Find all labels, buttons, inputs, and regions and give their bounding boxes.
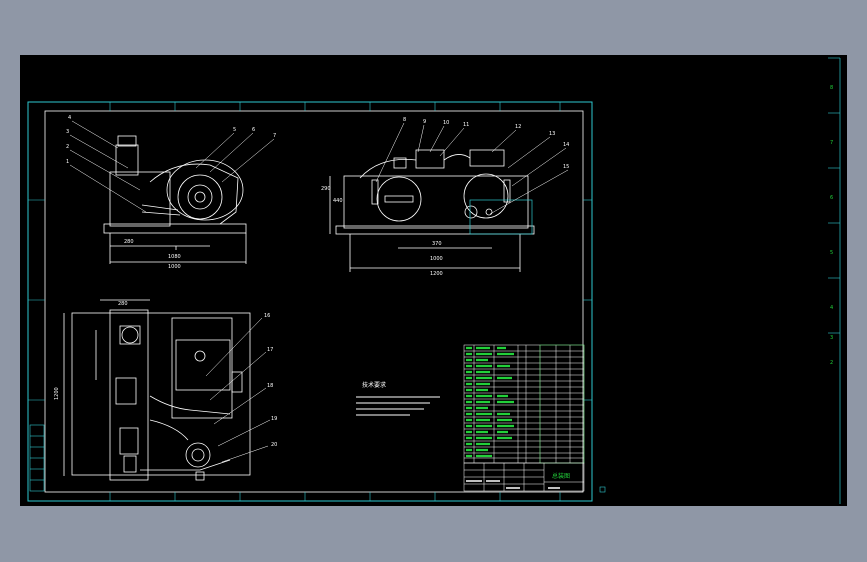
- corner-mark: [599, 486, 606, 493]
- callout-8: 8: [403, 117, 406, 123]
- callout-4: 4: [68, 115, 71, 121]
- dim-1000-side: 1000: [430, 256, 443, 262]
- marker-8: 8: [830, 85, 833, 91]
- marker-2: 2: [830, 360, 833, 366]
- callout-5: 5: [233, 127, 236, 133]
- parts-list-table: [463, 344, 585, 464]
- technical-notes: 技术要求: [356, 381, 440, 416]
- zone-ticks-top: [28, 102, 592, 501]
- marker-3: 3: [830, 335, 833, 341]
- side-view-callouts: 8 9 10 11 12 13 14 15 290 440 370 1000 1…: [321, 117, 569, 277]
- callout-19: 19: [271, 416, 277, 422]
- callout-13: 13: [549, 131, 555, 137]
- callout-1: 1: [66, 159, 69, 165]
- callout-18: 18: [267, 383, 273, 389]
- sheet-outer-border: [27, 101, 593, 502]
- dim-440: 440: [333, 198, 343, 204]
- side-view-leaders: [375, 122, 569, 215]
- dim-370: 370: [432, 241, 442, 247]
- marker-6: 6: [830, 195, 833, 201]
- front-view-leaders: [69, 120, 275, 213]
- dim-1000: 1000: [168, 264, 181, 270]
- parts-list-right-cells: [539, 344, 585, 464]
- callout-7: 7: [273, 133, 276, 139]
- callout-10: 10: [443, 120, 449, 126]
- marker-4: 4: [830, 305, 833, 311]
- drawing-title: 总装图: [552, 472, 570, 480]
- top-view-leaders: [205, 317, 271, 463]
- parts-list-entries: [466, 346, 514, 458]
- callout-17: 17: [267, 347, 273, 353]
- callout-11: 11: [463, 122, 469, 128]
- top-view: [63, 299, 251, 481]
- cad-viewport[interactable]: [20, 55, 847, 506]
- title-block: [463, 462, 585, 492]
- front-view-callouts: 4 3 2 1 5 6 7 280 1080 1000: [66, 115, 276, 270]
- callout-14: 14: [563, 142, 569, 148]
- callout-2: 2: [66, 144, 69, 150]
- callout-3: 3: [66, 129, 69, 135]
- title-block-marks: [466, 480, 560, 489]
- dim-280-top: 280: [118, 301, 128, 307]
- callout-12: 12: [515, 124, 521, 130]
- side-view-highlight: [469, 199, 533, 235]
- top-view-callouts: 16 17 18 19 20 280 1200: [54, 301, 277, 448]
- notes-heading: 技术要求: [362, 381, 386, 389]
- callout-15: 15: [563, 164, 569, 170]
- revision-strip: [29, 424, 45, 492]
- marker-7: 7: [830, 140, 833, 146]
- sheet-inner-border: [44, 110, 584, 493]
- callout-20: 20: [271, 442, 277, 448]
- callout-16: 16: [264, 313, 270, 319]
- dim-1200: 1200: [430, 271, 443, 277]
- dim-290: 290: [321, 186, 331, 192]
- dim-1200-top: 1200: [54, 387, 60, 400]
- side-view: [329, 149, 535, 272]
- callout-6: 6: [252, 127, 255, 133]
- dim-1080: 1080: [168, 254, 181, 260]
- callout-9: 9: [423, 119, 426, 125]
- front-view: [103, 135, 247, 264]
- marker-5: 5: [830, 250, 833, 256]
- dim-280: 280: [124, 239, 134, 245]
- right-strip-markers: 8 7 6 5 4 3 2: [828, 57, 840, 366]
